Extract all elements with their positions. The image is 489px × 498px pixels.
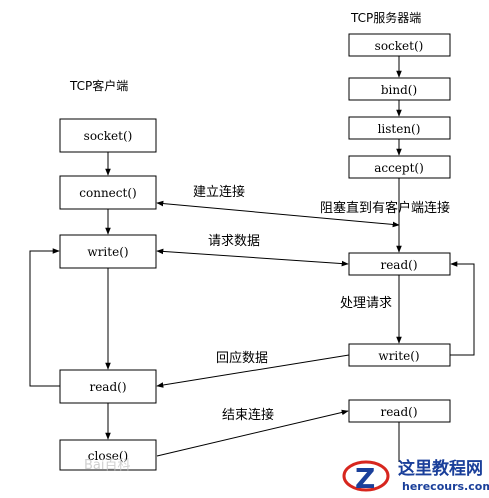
client-connect-box: connect() bbox=[59, 175, 157, 210]
server-listen-box: listen() bbox=[348, 116, 451, 140]
label-process-request: 处理请求 bbox=[340, 296, 392, 311]
server-socket-label: socket() bbox=[375, 39, 424, 53]
arrow-client-loop bbox=[29, 248, 60, 387]
arrow-request-data bbox=[156, 248, 349, 267]
arrow-server-loop bbox=[450, 261, 475, 356]
logo-letter: Z bbox=[355, 462, 375, 495]
client-write-label: write() bbox=[87, 245, 128, 259]
logo-site-url: herecours.com bbox=[402, 480, 489, 493]
logo-swoosh-icon bbox=[342, 460, 390, 492]
label-request-data: 请求数据 bbox=[208, 234, 260, 249]
client-read-label: read() bbox=[89, 380, 126, 394]
baidu-watermark: Bai百科 bbox=[84, 458, 131, 473]
label-block: 阻塞直到有客户端连接 bbox=[320, 200, 450, 216]
server-read2-label: read() bbox=[380, 405, 417, 419]
server-read-box: read() bbox=[348, 252, 451, 276]
arrow-response-data bbox=[156, 354, 350, 388]
server-read2-box: read() bbox=[348, 399, 451, 423]
logo-site-name: 这里教程网 bbox=[398, 458, 483, 479]
server-listen-label: listen() bbox=[378, 122, 421, 136]
client-write-box: write() bbox=[59, 234, 157, 269]
client-close-label: close() bbox=[88, 449, 128, 463]
server-bind-label: bind() bbox=[381, 83, 417, 97]
site-logo: Z 这里教程网 herecours.com bbox=[342, 458, 489, 495]
client-read-box: read() bbox=[59, 369, 157, 404]
baidu-watermark-text: Bai百科 bbox=[84, 458, 131, 473]
client-socket-box: socket() bbox=[59, 118, 157, 153]
arrow-close-connection bbox=[156, 409, 349, 457]
server-read-label: read() bbox=[380, 258, 417, 272]
client-socket-label: socket() bbox=[84, 129, 133, 143]
label-close-connection: 结束连接 bbox=[222, 407, 274, 423]
arrow-establish-connection bbox=[156, 200, 400, 228]
client-title: TCP客户端 bbox=[69, 78, 128, 93]
server-accept-box: accept() bbox=[348, 155, 451, 179]
server-write-label: write() bbox=[378, 349, 419, 363]
label-response-data: 回应数据 bbox=[216, 350, 268, 366]
server-write-box: write() bbox=[348, 343, 451, 367]
server-bind-box: bind() bbox=[348, 77, 451, 101]
server-socket-box: socket() bbox=[348, 33, 451, 57]
label-establish: 建立连接 bbox=[193, 184, 245, 200]
client-close-box: close() bbox=[59, 439, 157, 471]
server-accept-label: accept() bbox=[374, 161, 424, 175]
server-title: TCP服务器端 bbox=[350, 10, 421, 25]
client-connect-label: connect() bbox=[79, 186, 136, 200]
